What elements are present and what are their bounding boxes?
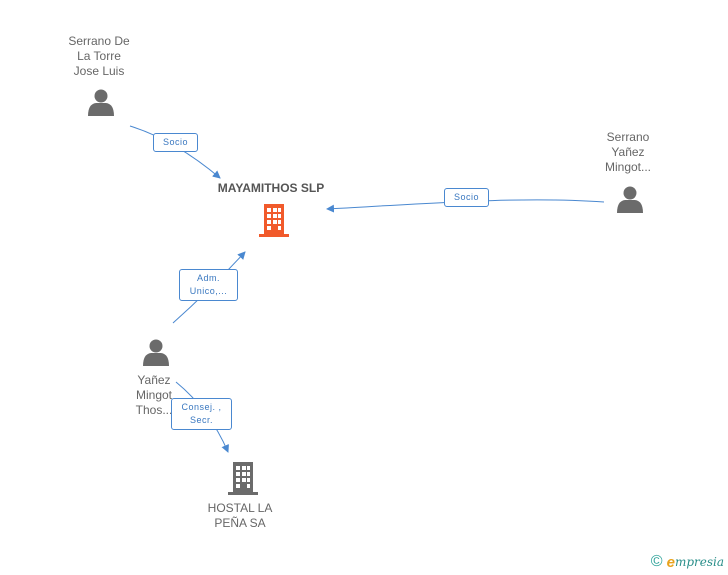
node-label-serrano-de-la-torre[interactable]: Serrano De La Torre Jose Luis xyxy=(68,34,130,78)
person-icon[interactable] xyxy=(617,186,643,214)
node-label-hostal-la-pena[interactable]: HOSTAL LA PEÑA SA xyxy=(207,501,273,530)
edge-label-adm-unico: Adm. Unico,... xyxy=(179,269,238,301)
node-label-serrano-yanez[interactable]: Serrano Yañez Mingot... xyxy=(604,130,652,174)
brand-initial: e xyxy=(666,553,675,571)
copyright-icon: © xyxy=(650,553,663,570)
brand-name: mpresia xyxy=(674,555,724,569)
person-icon[interactable] xyxy=(143,339,169,367)
edge-label-socio: Socio xyxy=(444,188,489,207)
building-icon-main[interactable] xyxy=(259,204,289,237)
node-label-yanez-mingot[interactable]: Yañez Mingot Thos... xyxy=(135,373,173,417)
edge-label-consej-secr: Consej. , Secr. xyxy=(171,398,232,430)
node-label-mayamithos[interactable]: MAYAMITHOS SLP xyxy=(217,181,325,195)
building-icon[interactable] xyxy=(228,462,258,495)
edge-label-socio: Socio xyxy=(153,133,198,152)
person-icon[interactable] xyxy=(88,89,114,117)
